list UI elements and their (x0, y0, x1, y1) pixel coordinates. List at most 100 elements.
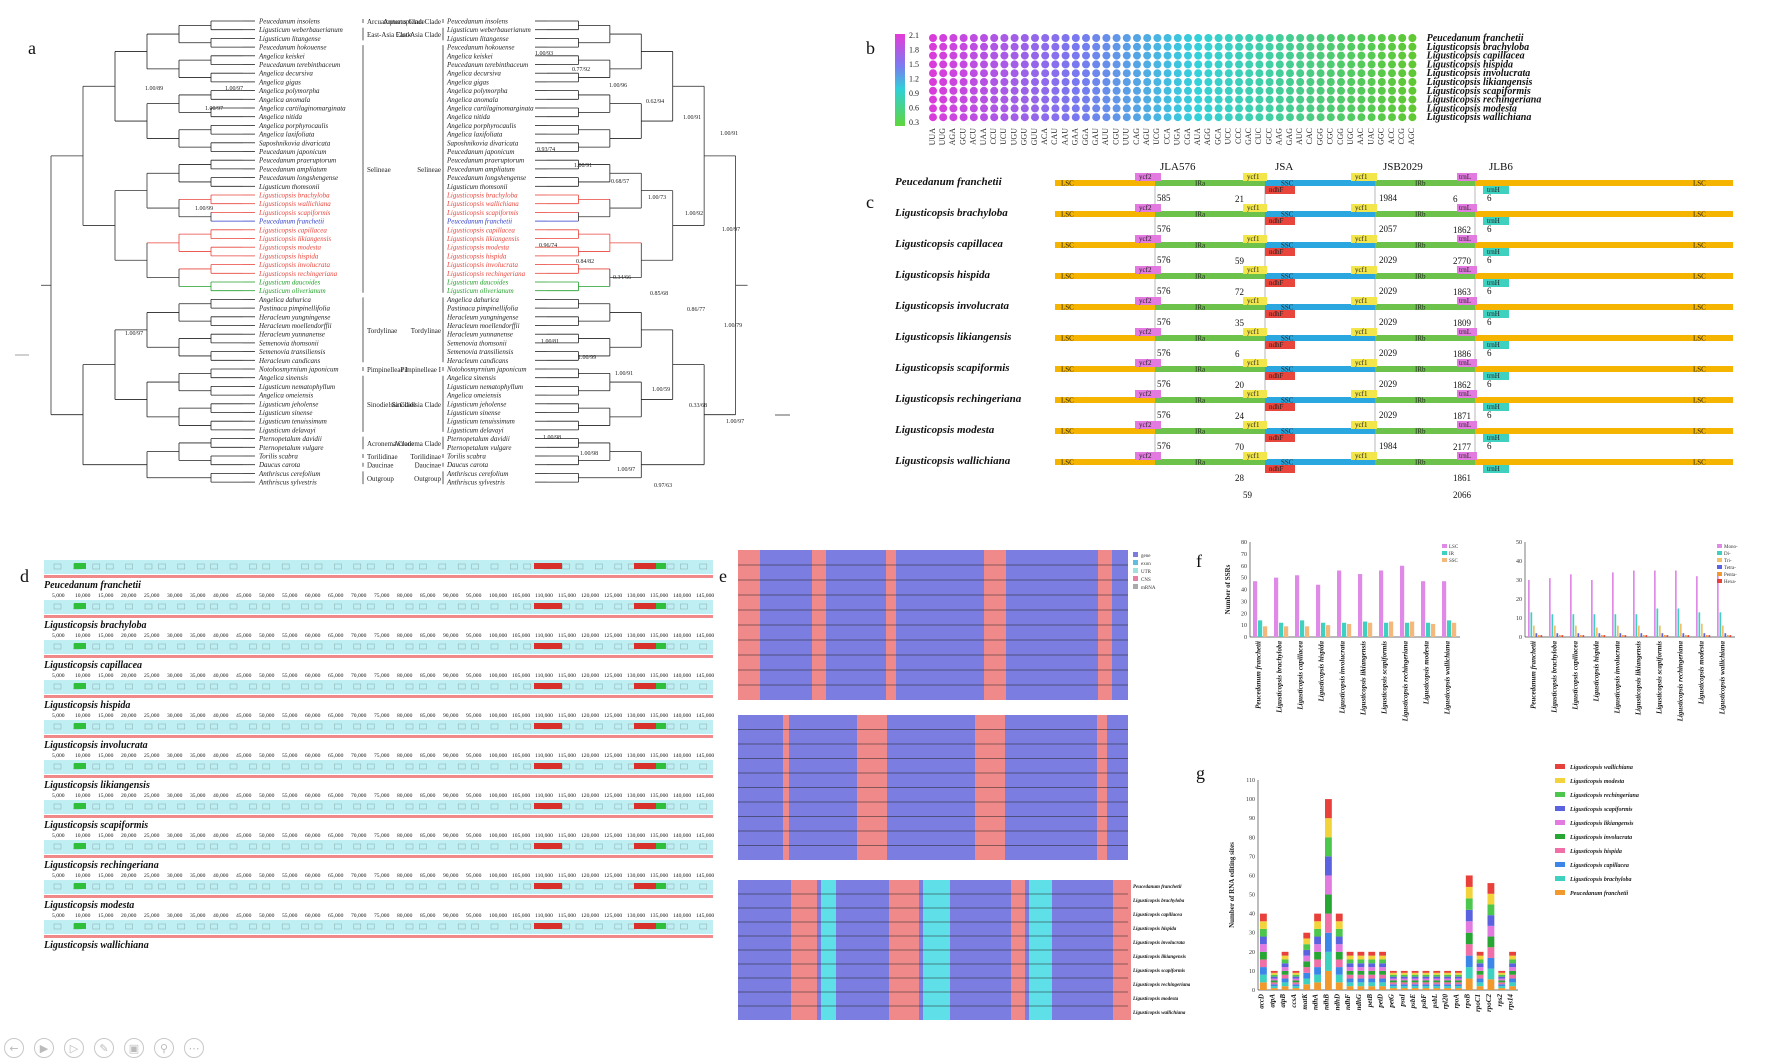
gene-block (366, 683, 375, 690)
rscu-dot (1224, 60, 1233, 69)
gene-block (196, 843, 205, 850)
rscu-dot (1061, 51, 1070, 60)
ssc-label: SSC (1281, 335, 1294, 343)
ycf1-gene-a (1243, 173, 1267, 181)
rscu-dot (1306, 69, 1315, 78)
gene-block (523, 723, 532, 730)
rna-gene-label: ndhB (1322, 994, 1330, 1010)
left-taxon-label: Ligusticopsis wallichiana (258, 200, 331, 208)
rna-bar-segment (1411, 970, 1419, 973)
zoom-icon[interactable]: ⚲ (154, 1038, 174, 1058)
ssr-bar (1554, 625, 1556, 637)
codon-label: UGU (1009, 128, 1018, 146)
gene-block (490, 763, 499, 770)
right-clade-label: Selineae (417, 166, 441, 174)
ir-num-b: 21 (1235, 194, 1244, 204)
ir-num-b: 72 (1235, 287, 1244, 297)
right-taxon-label: Peucedanum franchetii (446, 218, 512, 226)
right-taxon-label: Anthriscus cerefolium (446, 470, 508, 478)
rscu-dot (1296, 104, 1305, 113)
rscu-species-label: Ligusticopsis involucrata (1426, 68, 1531, 79)
more-icon[interactable]: ⋯ (184, 1038, 204, 1058)
exon-block-green-2 (656, 603, 666, 609)
mvista-species-label: Ligusticopsis likiangensis (43, 780, 150, 791)
rscu-dot (1306, 78, 1315, 86)
mvista-axis-tick: 130,000 (627, 673, 645, 679)
rna-bar-segment (1422, 978, 1430, 981)
mvista-axis-tick: 55,000 (282, 593, 298, 599)
rna-bar-segment (1379, 970, 1386, 975)
rscu-dot (1388, 42, 1396, 51)
gene-block (210, 883, 218, 890)
back-icon[interactable]: ← (4, 1038, 24, 1058)
ssr-bar (1549, 578, 1551, 637)
rna-y-label: Number of RNA editing sites (1228, 842, 1236, 928)
rna-bar-segment (1411, 982, 1419, 985)
ssr-bar (1708, 635, 1711, 637)
rna-bar-segment (1509, 974, 1516, 979)
rna-bar-segment (1433, 972, 1441, 975)
gene-block (262, 763, 271, 770)
right-taxon-label: Semenovia transiliensis (447, 348, 514, 356)
ssr-bar (1577, 633, 1580, 637)
rscu-dot (1326, 69, 1335, 78)
rscu-species-label: Ligusticopsis likiangensis (1426, 77, 1533, 88)
rscu-dot (1092, 42, 1101, 51)
rna-bar-segment (1314, 921, 1321, 929)
gene-block (680, 843, 688, 850)
alignment-species-label: Ligusticopsis modesta (1132, 997, 1179, 1002)
rna-bar-segment (1270, 972, 1278, 975)
rna-bar-segment (1281, 955, 1289, 960)
ssr-bar (1528, 580, 1530, 637)
rna-bar-segment (1303, 978, 1311, 985)
mvista-baseline (44, 895, 713, 898)
rna-bar-segment (1260, 974, 1267, 983)
gene-block (177, 843, 186, 850)
ira-label: IRa (1195, 335, 1206, 343)
codon-label: CCC (1234, 128, 1243, 144)
rscu-dot (990, 34, 999, 42)
gene-block (614, 883, 623, 890)
support-value-right: 1.00/98 (543, 435, 561, 441)
gene-block (666, 883, 675, 890)
mvista-axis-tick: 85,000 (420, 833, 436, 839)
ssr-bar (1643, 635, 1645, 637)
exon-block-green-2 (656, 843, 666, 849)
ir-num-e: 6 (1487, 193, 1492, 203)
rscu-dot (1031, 69, 1039, 78)
rscu-dot (1122, 60, 1131, 69)
gene-block (457, 643, 466, 650)
mvista-axis-tick: 120,000 (581, 633, 599, 639)
rscu-dot (1265, 69, 1274, 78)
forward-icon[interactable]: ▷ (64, 1038, 84, 1058)
rscu-dot (1398, 34, 1407, 42)
rscu-dot (1020, 42, 1029, 51)
play-icon[interactable]: ▶ (34, 1038, 54, 1058)
mvista-axis-tick: 105,000 (512, 633, 530, 639)
gene-block (366, 923, 375, 930)
ssr-bar (1363, 621, 1368, 637)
gene-block (125, 843, 133, 850)
mvista-axis-tick: 100,000 (489, 833, 507, 839)
copy-icon[interactable]: ▣ (124, 1038, 144, 1058)
left-taxon-label: Ligusticum sinense (258, 409, 312, 417)
gene-block (523, 843, 532, 850)
rscu-dot (1194, 60, 1203, 69)
rscu-dot (1082, 104, 1090, 113)
left-taxon-label: Peucedanum longshengense (258, 174, 338, 182)
rscu-dot (969, 104, 978, 113)
support-value-right: 0.77/92 (572, 67, 590, 73)
ycf1-label-b: ycf1 (1355, 266, 1368, 274)
rscu-dot (1194, 95, 1203, 104)
pen-icon[interactable]: ✎ (94, 1038, 114, 1058)
gene-block (562, 763, 570, 770)
rna-bar-segment (1509, 959, 1516, 964)
support-value-left: 1.00/89 (145, 86, 163, 92)
rscu-dot (1377, 86, 1386, 95)
right-taxon-label: Heracleum yungningense (446, 313, 518, 321)
mvista-axis-tick: 45,000 (236, 913, 252, 919)
gene-block (53, 803, 62, 810)
rscu-dot (1316, 60, 1325, 69)
gene-block (249, 563, 257, 570)
